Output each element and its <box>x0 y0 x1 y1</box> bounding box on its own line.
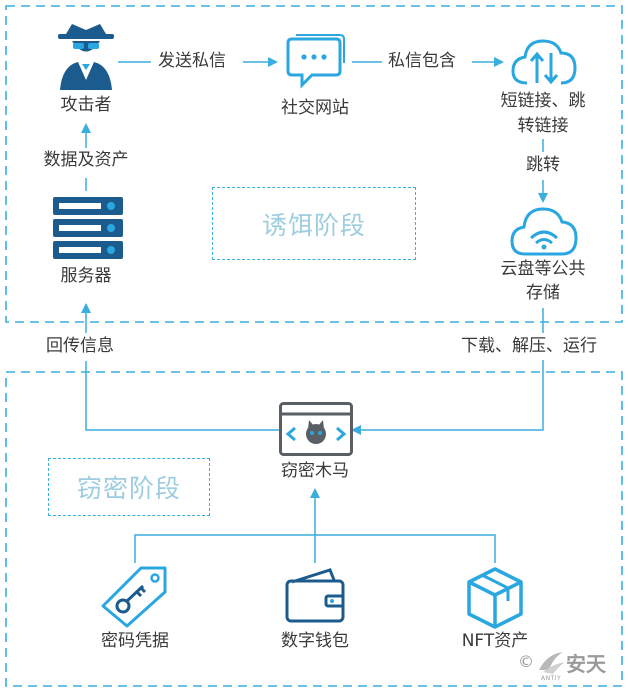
stage-bait-label: 诱饵阶段 <box>212 187 416 260</box>
trojan-label: 窃密木马 <box>281 461 349 481</box>
edge-download-run-path <box>351 360 544 435</box>
cloud-transfer-icon <box>511 39 577 85</box>
key-tag-icon <box>101 566 167 628</box>
nft-cube-icon <box>467 567 523 629</box>
chat-bubble-icon <box>286 34 345 89</box>
antiy-brand-text: 安天 <box>566 652 606 676</box>
edge-label-callback: 回传信息 <box>46 336 114 356</box>
short-link-label-line1: 短链接、跳 <box>500 91 586 111</box>
short-link-label-line2: 转链接 <box>517 116 569 136</box>
trojan-window-icon <box>279 402 353 456</box>
copyright-symbol: © <box>518 652 534 671</box>
cloud-storage-icon <box>510 207 578 256</box>
bait-stage-frame <box>5 5 623 323</box>
edge-label-dm-contains: 私信包含 <box>388 51 456 71</box>
social-site-label: 社交网站 <box>281 98 349 118</box>
password-credential-label: 密码凭据 <box>101 631 169 651</box>
cloud-storage-label-line1: 云盘等公共 <box>500 259 586 279</box>
edge-label-redirect: 跳转 <box>526 155 560 175</box>
edge-callback-path <box>85 361 279 431</box>
stage-steal-label: 窃密阶段 <box>48 458 210 516</box>
steal-stage-frame <box>5 371 623 687</box>
cloud-storage-label-line2: 存储 <box>526 283 560 303</box>
edge-label-download-run: 下载、解压、运行 <box>461 336 597 356</box>
server-icon <box>53 197 123 259</box>
edge-label-data-assets: 数据及资产 <box>43 150 129 170</box>
attacker-icon <box>58 24 114 90</box>
antiy-logo-small-text: ANTIY <box>541 675 562 682</box>
nft-asset-label: NFT资产 <box>461 631 529 651</box>
wallet-label: 数字钱包 <box>281 631 349 651</box>
antiy-logo-icon <box>539 652 565 674</box>
wallet-icon <box>285 568 345 623</box>
server-label: 服务器 <box>60 266 112 286</box>
edge-label-send-dm: 发送私信 <box>158 51 226 71</box>
edge-assets-bus <box>134 534 496 563</box>
attacker-label: 攻击者 <box>60 95 112 115</box>
